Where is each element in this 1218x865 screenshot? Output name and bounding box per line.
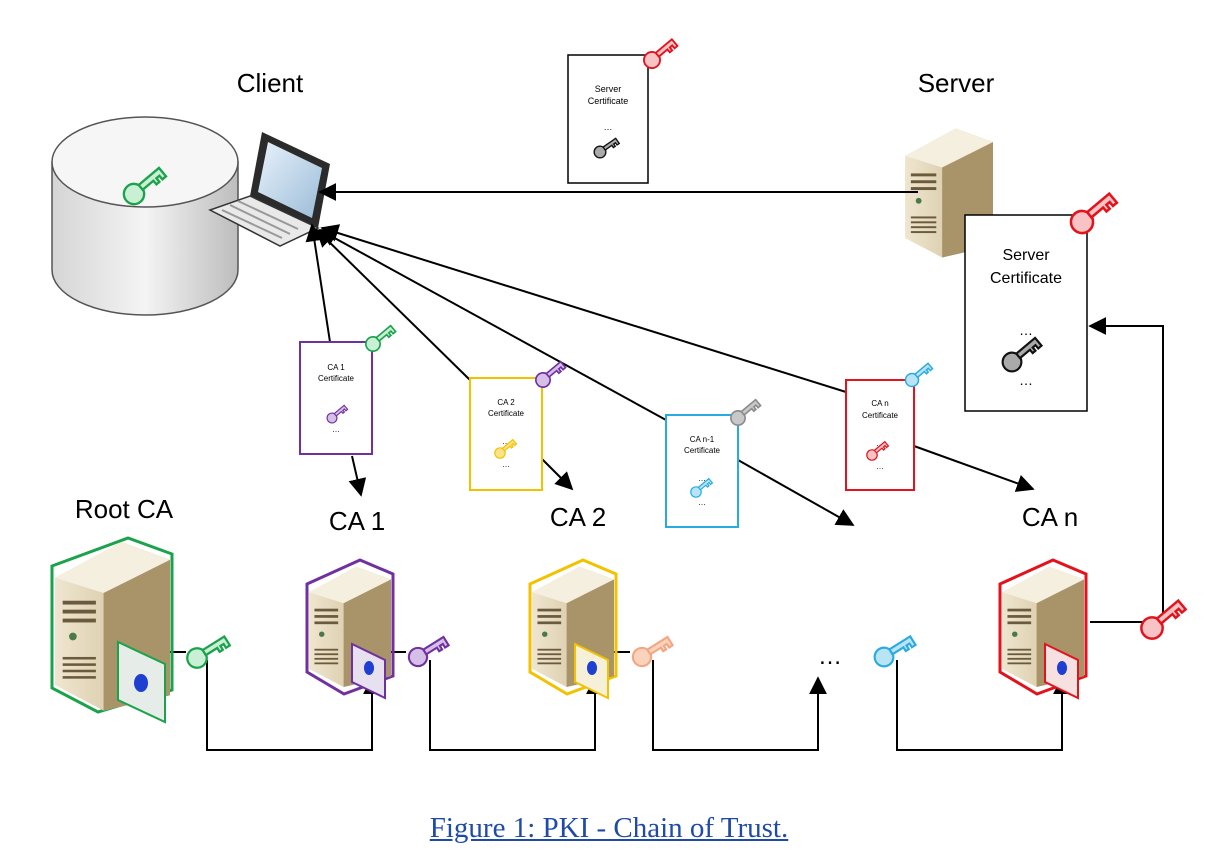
can-issuer-key-icon <box>902 359 935 390</box>
cert-line2: Certificate <box>990 270 1062 287</box>
ca2-label: CA 2 <box>550 502 606 532</box>
cert-line1: CA n-1 <box>690 435 715 444</box>
cert-line1: CA 2 <box>497 398 515 407</box>
ca2-key-icon <box>628 631 676 671</box>
cert-dots: … <box>604 122 613 132</box>
ca2-issuer-key-icon <box>532 357 568 391</box>
cert-dots-top: … <box>1019 322 1033 338</box>
ca1-certificate: CA 1 Certificate … <box>299 341 373 455</box>
server-top-issuer-key-icon <box>639 34 680 73</box>
ca1-label: CA 1 <box>329 506 385 536</box>
ca1-server-icon <box>305 558 395 700</box>
cert-dots: … <box>332 425 340 434</box>
database-icon <box>51 116 239 316</box>
server-label: Server <box>918 68 995 98</box>
server-certificate-big: Server Certificate … … <box>964 214 1088 412</box>
cert-line2: Certificate <box>588 96 629 106</box>
root-ca-server-icon <box>50 536 174 724</box>
cert-dots-bottom: … <box>698 498 706 507</box>
cert-dots-bottom: … <box>876 462 884 471</box>
cert-line1: Server <box>595 84 622 94</box>
cert-dots-bottom: … <box>502 460 510 469</box>
client-label: Client <box>237 68 304 98</box>
ca1-key-icon <box>404 631 452 671</box>
can1-issuer-key-icon <box>727 395 763 429</box>
cert-dots-top: … <box>698 474 706 483</box>
laptop-icon <box>208 132 330 247</box>
ca2-server-icon <box>528 558 618 700</box>
chain-connectors <box>168 317 1164 751</box>
root-ca-label: Root CA <box>75 494 174 524</box>
cert-line1: CA n <box>871 399 888 408</box>
can1-certificate: CA n-1 Certificate … … <box>665 414 739 528</box>
cert-line1: Server <box>1002 247 1050 264</box>
server-big-issuer-key-icon <box>1065 187 1121 239</box>
cert-line2: Certificate <box>318 374 355 383</box>
cert-dots-bottom: … <box>1019 372 1033 388</box>
cert-line2: Certificate <box>684 446 721 455</box>
can1-chain-key-icon <box>870 630 919 671</box>
can-server-icon <box>998 558 1088 700</box>
cert-line2: Certificate <box>488 409 525 418</box>
chain-ellipsis: … <box>818 643 842 670</box>
cert-dots-top: … <box>876 439 884 448</box>
server-certificate-top: Server Certificate … <box>567 54 649 184</box>
can-label: CA n <box>1022 502 1078 532</box>
figure-caption: Figure 1: PKI - Chain of Trust. <box>429 812 789 844</box>
can-certificate: CA n Certificate … … <box>845 379 915 491</box>
ca2-certificate: CA 2 Certificate … … <box>469 377 543 491</box>
cert-dots-top: … <box>502 437 510 446</box>
trust-arrows <box>305 223 1035 526</box>
ca1-issuer-key-icon <box>362 321 398 355</box>
cert-line2: Certificate <box>862 411 899 420</box>
cert-line1: CA 1 <box>327 363 345 372</box>
